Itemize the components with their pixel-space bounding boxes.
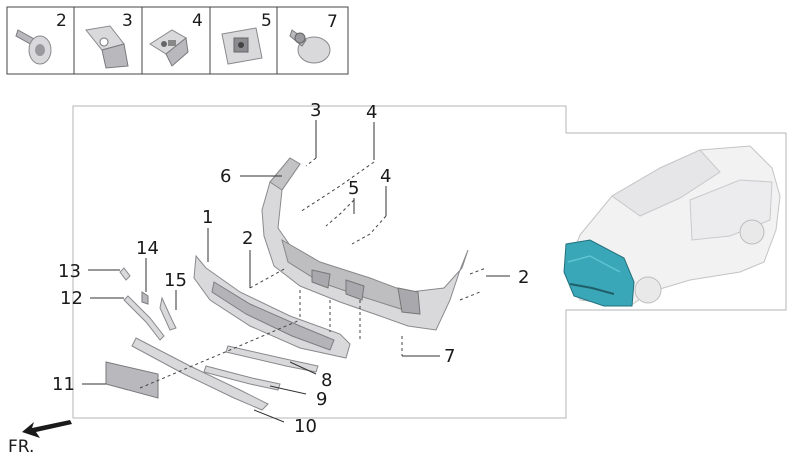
thumbnail-label: 5 — [261, 11, 272, 31]
guide-line — [351, 215, 387, 245]
callout-4: 4 — [366, 102, 377, 123]
clip-nut-icon[interactable] — [85, 25, 129, 69]
trim-strip-8 — [225, 345, 319, 373]
side-trim-13 — [119, 267, 131, 281]
skid-plate-10 — [131, 337, 269, 411]
guide-line — [249, 267, 287, 289]
callout-4: 4 — [380, 166, 391, 187]
side-trim-12 — [123, 295, 165, 341]
callout-3: 3 — [310, 100, 321, 121]
thumbnail-strip: 2 3 4 5 7 — [6, 6, 349, 75]
callout-10: 10 — [294, 416, 317, 437]
bumper-cover — [261, 157, 469, 331]
callout-7: 7 — [444, 346, 455, 367]
callout-1: 1 — [202, 207, 213, 228]
front-direction-indicator: FR. — [8, 420, 72, 457]
speed-nut-icon[interactable] — [221, 27, 263, 65]
thumbnail-label: 4 — [192, 11, 203, 31]
license-plate-bracket — [105, 361, 159, 399]
thumbnail-label: 7 — [327, 12, 338, 32]
guide-line — [299, 161, 375, 213]
bracket-14 — [141, 291, 149, 305]
callout-5: 5 — [348, 178, 359, 199]
push-rivet-icon[interactable] — [15, 29, 52, 65]
callout-6: 6 — [220, 166, 231, 187]
thumbnail-label: 3 — [122, 11, 133, 31]
trim-15 — [159, 296, 177, 331]
highlighted-front-bumper — [563, 239, 635, 307]
callout-12: 12 — [60, 288, 83, 309]
direction-arrow-icon — [22, 420, 72, 438]
guide-line — [469, 267, 487, 275]
thumbnail-label: 2 — [56, 11, 67, 31]
trim-strip-9 — [203, 365, 281, 391]
lower-grille-frame — [193, 254, 351, 359]
callout-9: 9 — [316, 389, 327, 410]
callout-15: 15 — [164, 270, 187, 291]
callout-2: 2 — [242, 228, 253, 249]
guide-line — [325, 199, 355, 227]
vehicle-reference — [563, 145, 781, 307]
callout-2: 2 — [518, 267, 529, 288]
guide-line — [139, 319, 301, 389]
callout-8: 8 — [321, 370, 332, 391]
callout-11: 11 — [52, 374, 75, 395]
illustration-frame — [72, 105, 787, 419]
callout-13: 13 — [58, 261, 81, 282]
expanding-rivet-icon[interactable] — [289, 29, 331, 64]
guide-line — [305, 157, 317, 167]
leader-line-10 — [253, 409, 285, 423]
leader-line-8 — [289, 361, 317, 375]
leader-line-9 — [269, 385, 307, 395]
bracket-clip-icon[interactable] — [149, 29, 189, 67]
callout-14: 14 — [136, 238, 159, 259]
direction-label: FR. — [8, 437, 34, 457]
guide-line — [459, 291, 481, 301]
